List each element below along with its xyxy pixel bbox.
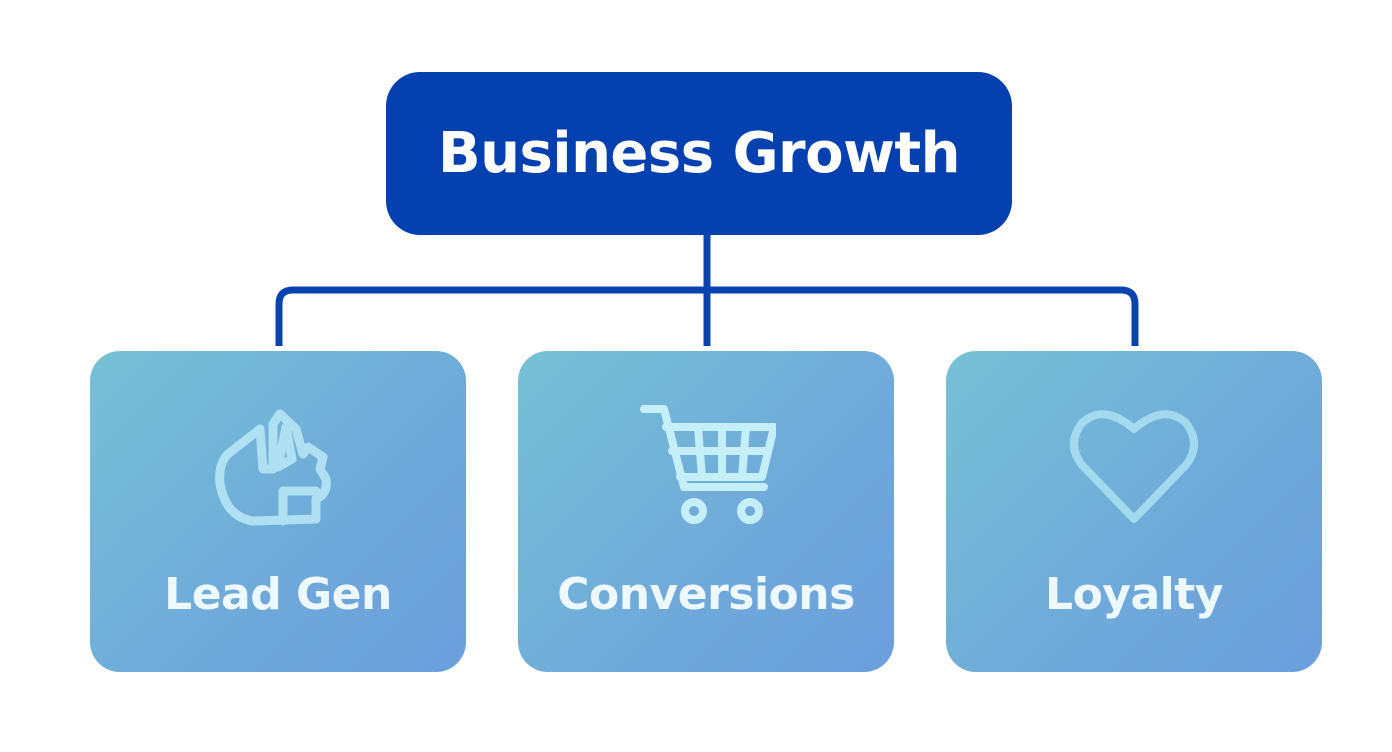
- connector-branch: [275, 286, 1139, 346]
- heart-icon: [1070, 410, 1198, 523]
- shopping-cart-icon: [640, 405, 776, 524]
- card-loyalty: Loyalty: [946, 351, 1322, 672]
- card-label: Loyalty: [1045, 569, 1223, 620]
- hand-icon: [215, 409, 331, 526]
- card-label: Conversions: [557, 569, 855, 620]
- root-node-business-growth: Business Growth: [386, 72, 1012, 235]
- card-lead-gen: Lead Gen: [90, 351, 466, 672]
- card-label: Lead Gen: [164, 569, 392, 620]
- card-conversions: Conversions: [518, 351, 894, 672]
- root-label: Business Growth: [437, 121, 961, 186]
